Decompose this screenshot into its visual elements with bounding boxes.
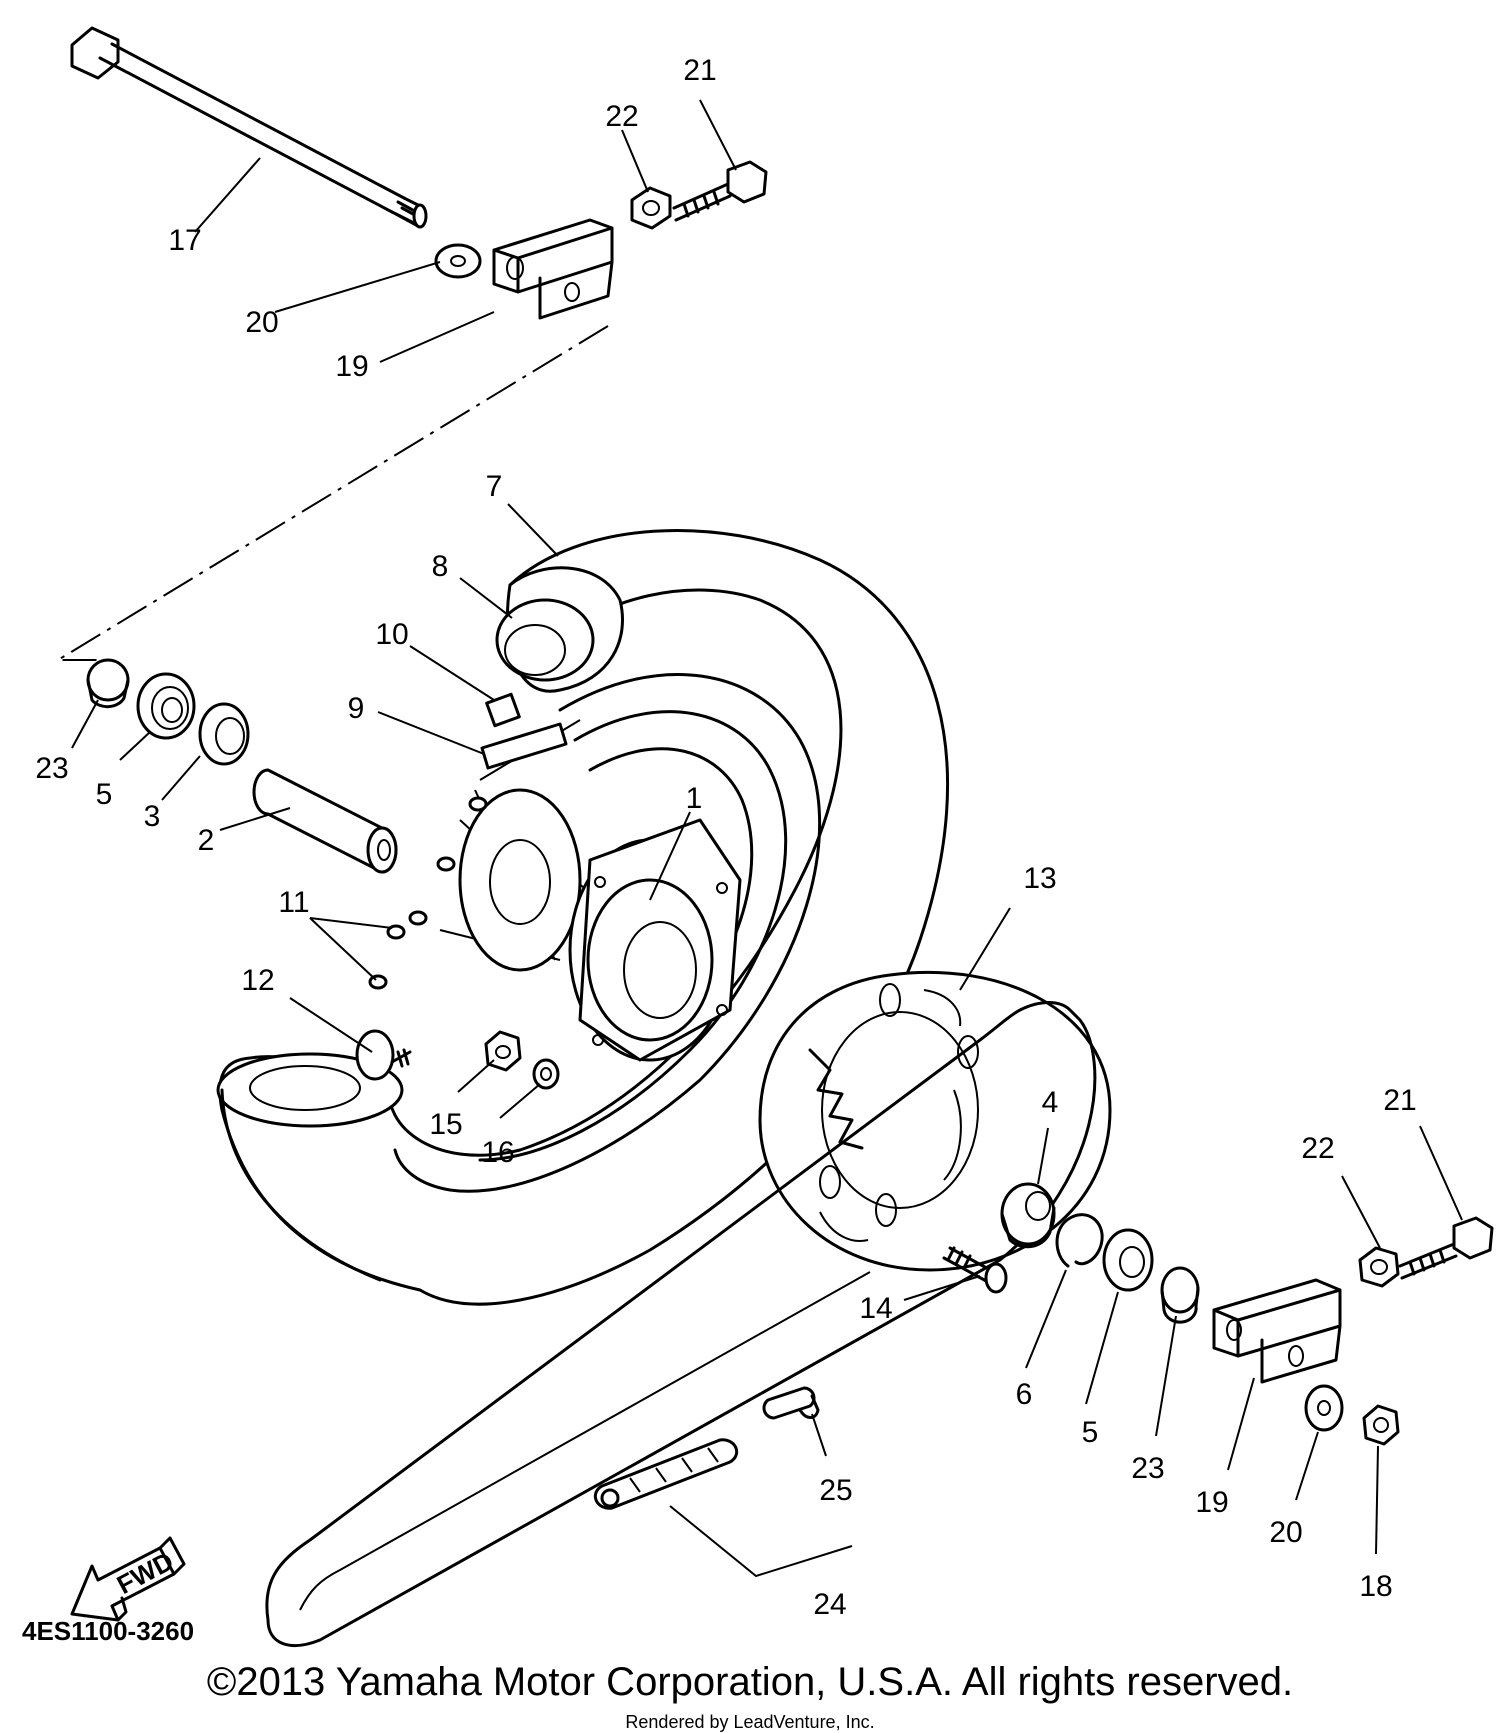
callout-6: 6 xyxy=(1016,1378,1033,1411)
washer-hole-upper xyxy=(450,255,466,267)
spacer-part-2 xyxy=(252,768,398,874)
bearing-part-5-left xyxy=(136,672,196,740)
callout-21-right: 21 xyxy=(1383,1084,1416,1117)
hub-assembly xyxy=(458,788,742,1062)
callout-5-left: 5 xyxy=(96,778,113,811)
circlip-part-6 xyxy=(1055,1213,1104,1268)
seal-part-3 xyxy=(198,702,250,766)
leader-lines xyxy=(71,99,1463,1578)
diagram-code: 4ES1100-3260 xyxy=(22,1616,194,1646)
callout-20-right: 20 xyxy=(1269,1516,1302,1549)
callout-11: 11 xyxy=(278,886,309,919)
callout-9: 9 xyxy=(348,692,365,725)
callout-22-right: 22 xyxy=(1301,1132,1334,1165)
callout-17: 17 xyxy=(168,224,201,257)
chain-joint-part-25 xyxy=(762,1386,820,1420)
bolt-part-21-upper xyxy=(672,160,768,222)
collar-part-23-right xyxy=(1160,1266,1200,1324)
bolt-part-14 xyxy=(942,1246,1008,1294)
callout-2: 2 xyxy=(198,824,215,857)
copyright-notice: ©2013 Yamaha Motor Corporation, U.S.A. A… xyxy=(206,1660,1294,1704)
collar-part-4 xyxy=(1000,1182,1056,1249)
callout-14: 14 xyxy=(859,1292,892,1325)
chain-outline xyxy=(265,1001,1097,1647)
tube-part-8 xyxy=(495,598,595,682)
chain-adjuster-part-19-upper xyxy=(492,218,614,320)
sprocket-part-13 xyxy=(758,970,1112,1272)
callout-labels: 17 20 19 22 21 7 8 10 9 23 5 3 2 1 11 12… xyxy=(35,54,1416,1621)
callout-19-right: 19 xyxy=(1195,1486,1228,1519)
washer-part-16 xyxy=(532,1058,560,1090)
chain-part-24 xyxy=(593,1438,739,1510)
callout-10: 10 xyxy=(375,618,408,651)
bearing-part-5-right xyxy=(1102,1228,1154,1292)
callout-13: 13 xyxy=(1023,862,1056,895)
callout-23-left: 23 xyxy=(35,752,68,785)
rim-band-part-9 xyxy=(480,722,568,770)
nut-part-22-upper xyxy=(630,186,672,230)
collar-part-23-left xyxy=(86,658,130,709)
callout-5-right: 5 xyxy=(1082,1416,1099,1449)
fwd-label: FWD xyxy=(112,1546,178,1600)
assembly-line-upper xyxy=(54,325,609,661)
chain-inner-line xyxy=(299,1271,871,1611)
callout-3: 3 xyxy=(144,800,161,833)
rim-lock-part-12 xyxy=(355,1029,412,1081)
callout-15: 15 xyxy=(429,1108,462,1141)
fwd-arrow-icon: FWD xyxy=(70,1536,186,1622)
callout-19-upper: 19 xyxy=(335,350,368,383)
nut-part-18 xyxy=(1362,1404,1400,1446)
callout-24: 24 xyxy=(813,1588,846,1621)
callout-21-upper: 21 xyxy=(683,54,716,87)
nut-part-15 xyxy=(484,1030,522,1072)
callout-22-upper: 22 xyxy=(605,100,638,133)
callout-20-upper: 20 xyxy=(245,306,278,339)
washer-hole-right xyxy=(1317,1400,1331,1416)
callout-25: 25 xyxy=(819,1474,852,1507)
callout-4: 4 xyxy=(1042,1086,1059,1119)
callout-1: 1 xyxy=(686,782,703,815)
callout-23-right: 23 xyxy=(1131,1452,1164,1485)
callout-12: 12 xyxy=(241,964,274,997)
washer-part-20-upper xyxy=(434,243,482,279)
axle-part-17 xyxy=(70,26,428,229)
rendered-by-notice: Rendered by LeadVenture, Inc. xyxy=(625,1712,875,1732)
callout-18: 18 xyxy=(1359,1570,1392,1603)
valve-part-10 xyxy=(485,692,521,728)
callout-16: 16 xyxy=(481,1136,514,1169)
bolt-part-21-right xyxy=(1398,1216,1494,1280)
callout-7: 7 xyxy=(486,470,503,503)
washer-part-20-right xyxy=(1304,1384,1344,1432)
nut-part-22-right xyxy=(1358,1246,1400,1288)
chain-adjuster-part-19-right xyxy=(1212,1278,1342,1384)
callout-8: 8 xyxy=(432,550,449,583)
